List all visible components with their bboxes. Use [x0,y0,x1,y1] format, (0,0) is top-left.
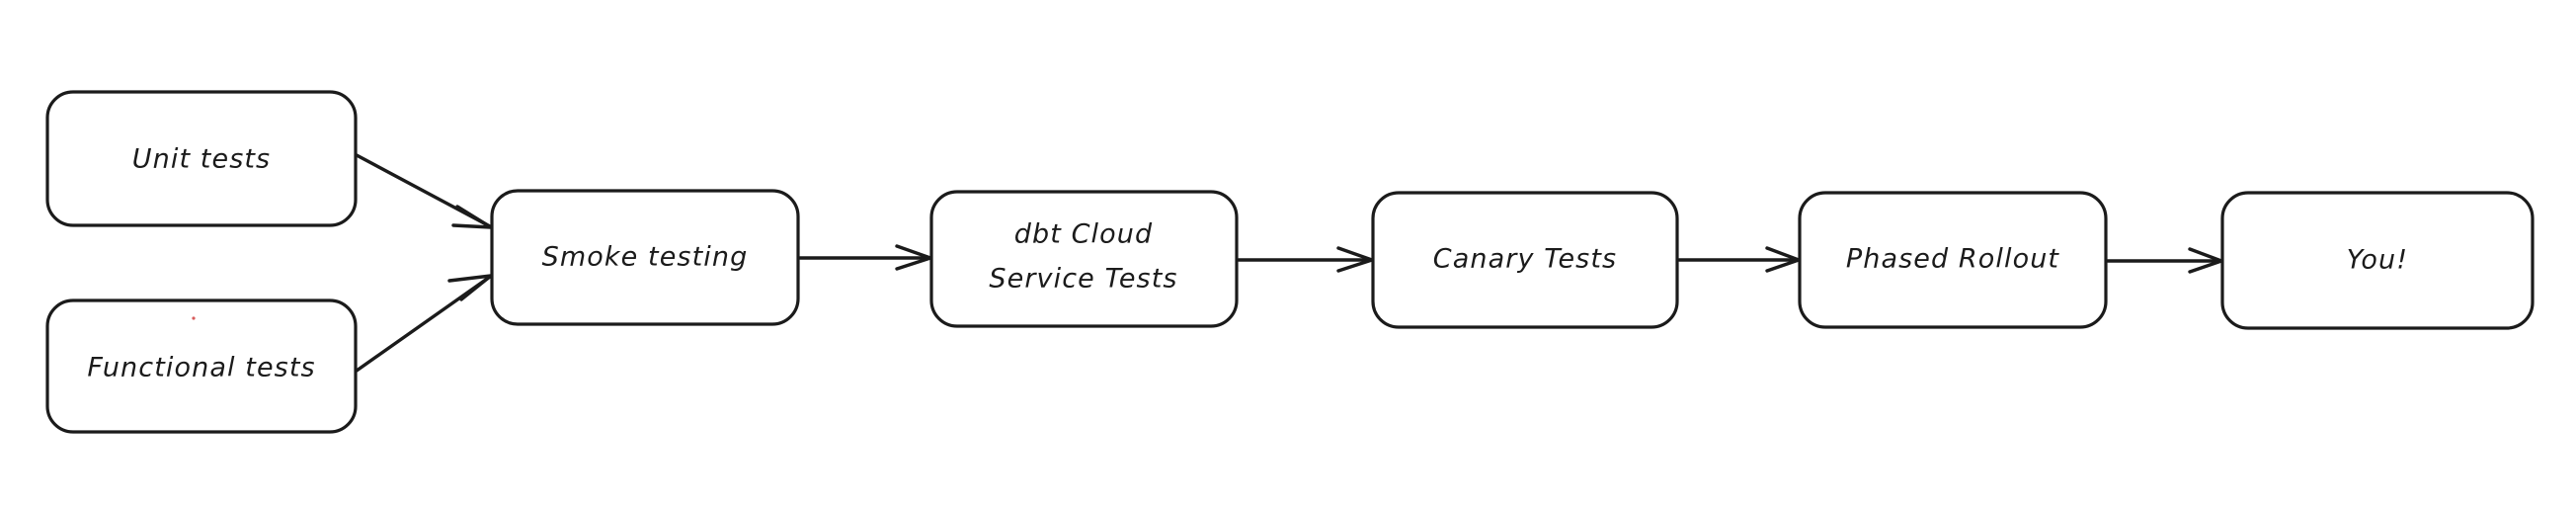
node-smoke-testing-box[interactable] [490,189,800,326]
node-unit-tests[interactable]: Unit tests [45,90,358,227]
node-dbt-cloud-service-tests-label-line1: dbt Cloud [1014,219,1153,250]
node-canary-tests-box[interactable] [1371,191,1679,329]
node-phased-rollout[interactable]: Phased Rollout [1798,191,2108,329]
node-dbt-cloud-service-tests-box[interactable] [929,190,1239,328]
node-functional-tests-box[interactable] [45,298,358,434]
node-dbt-cloud-service-tests[interactable]: dbt Cloud Service Tests [929,190,1239,328]
edge-phased-to-you [2106,247,2223,274]
node-canary-tests[interactable]: Canary Tests [1371,191,1679,329]
edge-unit-to-smoke [355,153,493,229]
edge-functional-to-smoke [355,274,493,373]
node-you[interactable]: You! [2220,191,2535,330]
node-smoke-testing[interactable]: Smoke testing [490,189,800,326]
edge-smoke-to-dbt [798,244,932,271]
node-you-box[interactable] [2220,191,2535,330]
node-layer: Unit tests Functional tests Smoke testin… [45,90,2535,434]
edge-functional-to-smoke-arrowhead [447,274,493,301]
node-phased-rollout-box[interactable] [1798,191,2108,329]
node-phased-rollout-label: Phased Rollout [1846,244,2060,275]
node-unit-tests-box[interactable] [45,90,358,227]
node-functional-tests-label: Functional tests [87,353,315,383]
ink-speck [192,316,196,320]
node-functional-tests[interactable]: Functional tests [45,298,358,434]
edge-canary-to-phased [1677,246,1801,273]
node-you-label: You! [2347,245,2408,276]
node-unit-tests-label: Unit tests [132,144,271,175]
node-smoke-testing-label: Smoke testing [542,242,749,273]
node-dbt-cloud-service-tests-label-line2: Service Tests [989,264,1177,295]
node-canary-tests-label: Canary Tests [1433,244,1617,275]
edge-dbt-to-canary [1237,246,1374,273]
